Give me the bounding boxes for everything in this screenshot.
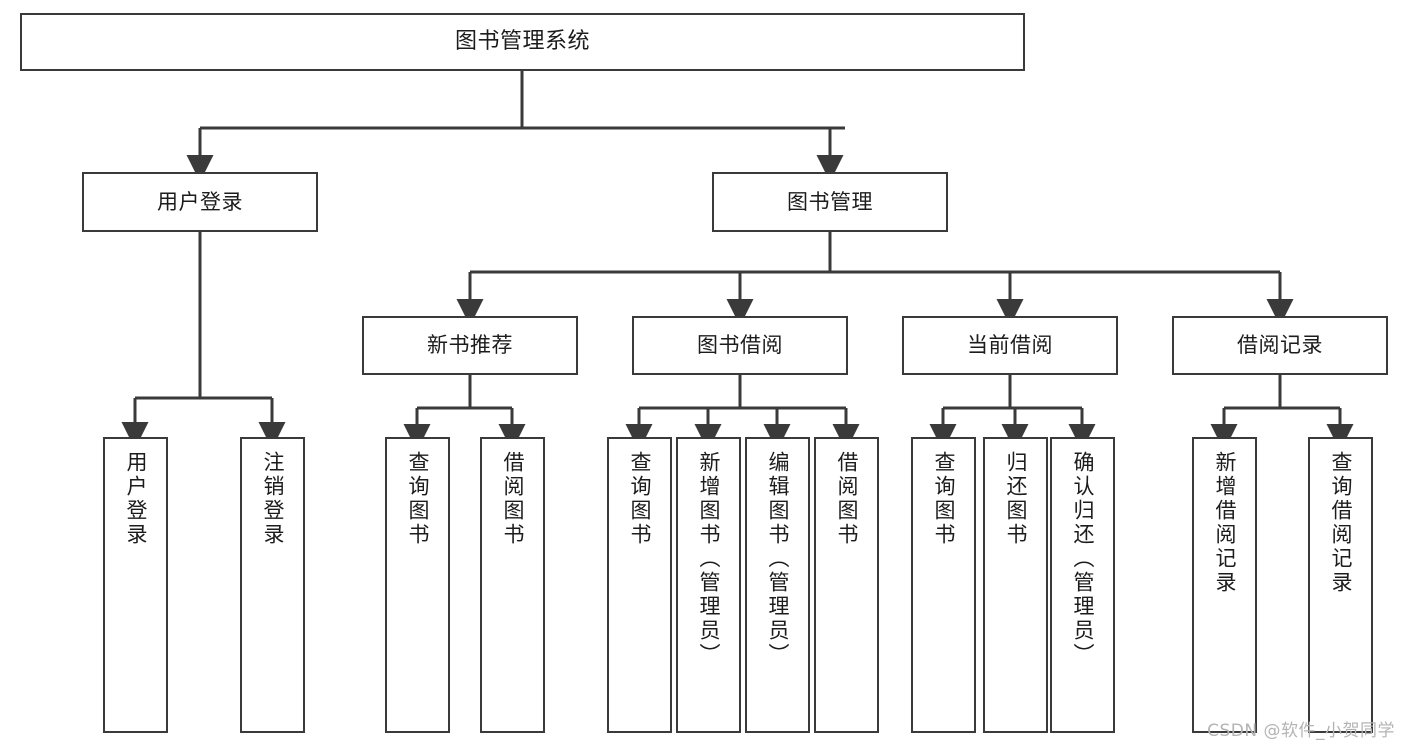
node-book-manage[interactable]: 图书管理 [712, 172, 948, 232]
node-label-book-manage: 图书管理 [787, 189, 873, 214]
node-leaf-add-book[interactable]: 新增图书（管理员） [676, 437, 741, 733]
node-leaf-return-book[interactable]: 归还图书 [983, 437, 1048, 733]
node-borrow-record[interactable]: 借阅记录 [1172, 316, 1388, 375]
node-label-leaf-add-record: 新增借阅记录 [1213, 451, 1237, 595]
node-label-book-borrow: 图书借阅 [697, 333, 783, 358]
node-label-leaf-return-book: 归还图书 [1004, 451, 1028, 547]
node-leaf-query-book-2[interactable]: 查询图书 [607, 437, 672, 733]
node-label-leaf-borrow-book-2: 借阅图书 [835, 451, 859, 547]
node-label-leaf-borrow-book-1: 借阅图书 [501, 451, 525, 547]
node-label-new-book-rec: 新书推荐 [427, 333, 513, 358]
node-leaf-add-record[interactable]: 新增借阅记录 [1192, 437, 1257, 733]
node-label-leaf-confirm-return: 确认归还（管理员） [1071, 451, 1095, 667]
node-label-leaf-query-book-3: 查询图书 [932, 451, 956, 547]
node-leaf-borrow-book-1[interactable]: 借阅图书 [480, 437, 545, 733]
node-label-root: 图书管理系统 [454, 29, 590, 55]
node-label-leaf-add-book: 新增图书（管理员） [697, 451, 721, 667]
node-label-leaf-edit-book: 编辑图书（管理员） [766, 451, 790, 667]
node-book-borrow[interactable]: 图书借阅 [632, 316, 848, 375]
node-label-leaf-query-book-1: 查询图书 [406, 451, 430, 547]
node-leaf-query-record[interactable]: 查询借阅记录 [1308, 437, 1373, 733]
node-label-leaf-query-book-2: 查询图书 [628, 451, 652, 547]
node-new-book-rec[interactable]: 新书推荐 [362, 316, 578, 375]
node-user-login[interactable]: 用户登录 [82, 172, 318, 232]
node-leaf-query-book-3[interactable]: 查询图书 [911, 437, 976, 733]
node-leaf-edit-book[interactable]: 编辑图书（管理员） [745, 437, 810, 733]
node-leaf-user-login[interactable]: 用户登录 [103, 437, 168, 733]
node-leaf-query-book-1[interactable]: 查询图书 [385, 437, 450, 733]
node-label-current-borrow: 当前借阅 [967, 333, 1053, 358]
node-label-leaf-user-login: 用户登录 [124, 451, 148, 547]
node-root[interactable]: 图书管理系统 [20, 13, 1025, 71]
node-current-borrow[interactable]: 当前借阅 [902, 316, 1118, 375]
node-label-user-login: 用户登录 [157, 189, 243, 214]
node-label-borrow-record: 借阅记录 [1237, 333, 1323, 358]
node-leaf-user-logout[interactable]: 注销登录 [240, 437, 305, 733]
node-leaf-confirm-return[interactable]: 确认归还（管理员） [1050, 437, 1115, 733]
watermark: CSDN @软件_小贺同学 [1207, 721, 1395, 741]
node-label-leaf-user-logout: 注销登录 [261, 451, 285, 547]
node-leaf-borrow-book-2[interactable]: 借阅图书 [814, 437, 879, 733]
node-label-leaf-query-record: 查询借阅记录 [1329, 451, 1353, 595]
